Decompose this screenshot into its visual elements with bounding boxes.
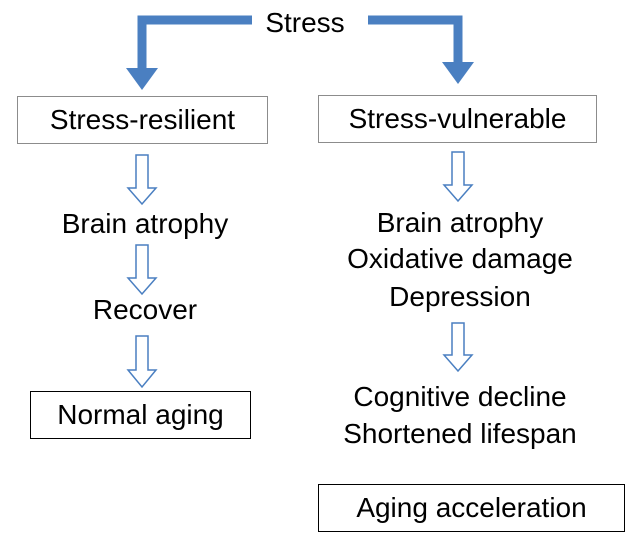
normal-aging-box: Normal aging (30, 391, 251, 439)
right-step-oxidative-damage: Oxidative damage (347, 243, 573, 274)
stress-resilient-box: Stress-resilient (17, 96, 268, 144)
hollow-arrow-left-3 (126, 335, 158, 389)
left-step-brain-atrophy: Brain atrophy (61, 208, 229, 239)
hollow-arrow-right-2 (442, 322, 474, 373)
arrow-stress-to-resilient (137, 15, 252, 72)
right-step-brain-atrophy: Brain atrophy (376, 207, 544, 238)
arrow-stress-to-vulnerable (368, 15, 463, 66)
hollow-arrow-right-1 (442, 151, 474, 203)
normal-aging-label: Normal aging (57, 399, 224, 430)
stress-vulnerable-label: Stress-vulnerable (348, 103, 567, 134)
right-step-cognitive-decline: Cognitive decline (353, 381, 567, 412)
aging-acceleration-label: Aging acceleration (356, 492, 587, 523)
arrowhead-stress-to-vulnerable (442, 62, 474, 84)
right-step-depression: Depression (389, 281, 531, 312)
hollow-arrow-left-2 (126, 244, 158, 296)
stress-label: Stress (265, 7, 345, 38)
aging-acceleration-box: Aging acceleration (318, 484, 625, 532)
left-step-recover: Recover (92, 294, 198, 325)
arrowhead-stress-to-resilient (126, 68, 158, 90)
right-step-shortened-lifespan: Shortened lifespan (343, 418, 577, 449)
stress-vulnerable-box: Stress-vulnerable (318, 95, 597, 143)
hollow-arrow-left-1 (126, 154, 158, 206)
stress-resilient-label: Stress-resilient (49, 104, 236, 135)
